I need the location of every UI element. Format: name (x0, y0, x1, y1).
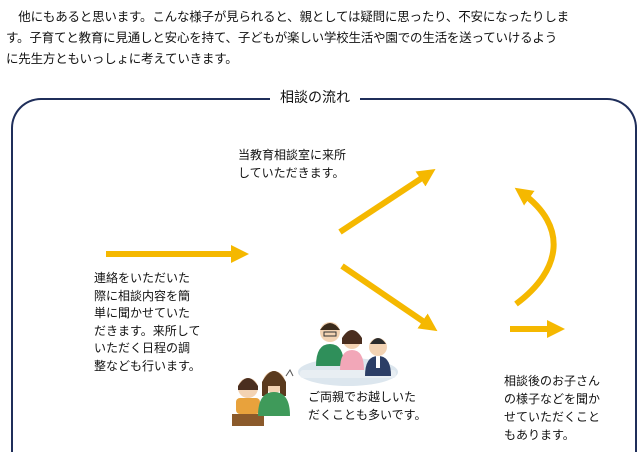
arrow-to-visit (338, 169, 436, 235)
intro-line: に先生方ともいっしょに考えていきます。 (6, 51, 238, 66)
flow-title: 相談の流れ (270, 88, 360, 108)
family-consultation-illustration (298, 322, 398, 386)
step-parents-text: ご両親でお越しいた だくことも多いです。 (308, 390, 427, 422)
intro-paragraph: 他にもあると思います。こんな様子が見られると、親としては疑問に思ったり、不安にな… (6, 6, 636, 69)
intro-line: 他にもあると思います。こんな様子が見られると、親としては疑問に思ったり、不安にな… (6, 9, 569, 24)
step-after-text: 相談後のお子さん の様子などを聞か せていただくこと もあります。 (504, 374, 601, 442)
intro-line: す。子育てと教育に見通しと安心を持て、子どもが楽しい学校生活や園での生活を送って… (6, 30, 558, 45)
arrow-to-counseling (340, 263, 438, 332)
step-contact-text: 連絡をいただいた 際に相談内容を簡 単に聞かせていた だきます。来所して いただ… (94, 271, 201, 373)
arrow-cycle (514, 187, 557, 307)
parent-child-illustration (232, 369, 294, 426)
step-visit-text: 当教育相談室に来所 していただきます。 (238, 148, 347, 180)
